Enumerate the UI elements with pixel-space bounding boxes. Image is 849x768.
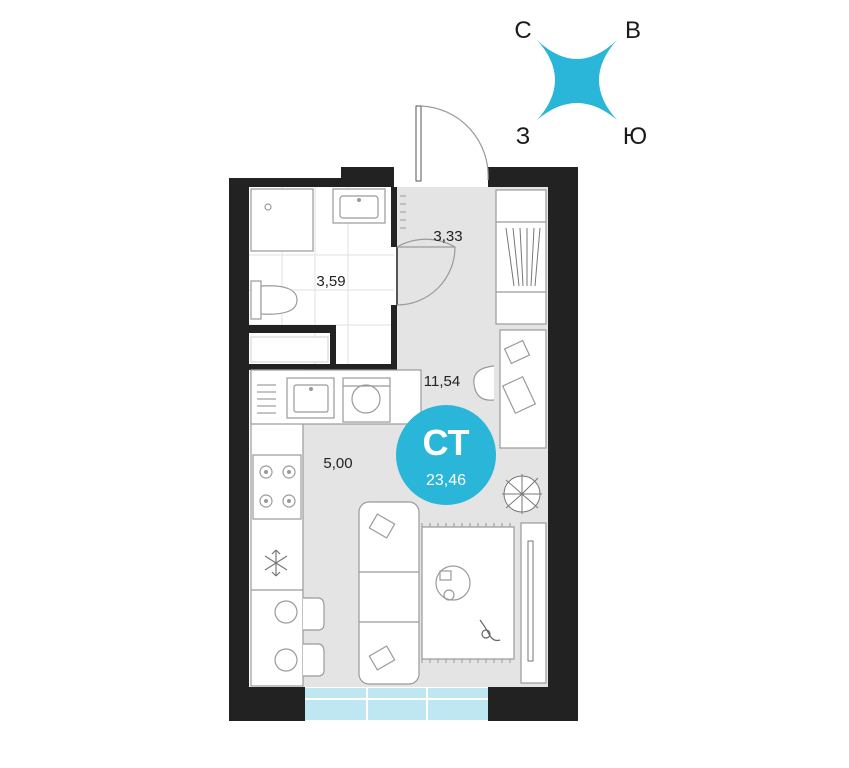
entrance-door	[415, 105, 489, 182]
badge-circle	[396, 405, 496, 505]
shower-tray	[250, 188, 314, 252]
hall-area-label: 3,33	[433, 228, 462, 245]
desk	[499, 329, 547, 449]
bathroom-door	[396, 238, 456, 306]
compass: С В З Ю	[514, 17, 647, 150]
compass-east: В	[625, 17, 641, 44]
compass-south: Ю	[623, 123, 647, 150]
hall-floor	[396, 187, 496, 367]
bathroom-area-label: 3,59	[316, 273, 345, 290]
kitchen-counter	[250, 369, 422, 687]
dining-stools	[274, 597, 325, 677]
desk-chair	[473, 365, 495, 401]
fridge-snowflake-icon	[264, 549, 288, 577]
washing-machine-icon	[342, 377, 391, 423]
window-bottom	[305, 688, 488, 720]
coat-hooks	[400, 195, 406, 229]
apartment-badge: СТ 23,46	[396, 405, 496, 505]
stove-icon	[252, 454, 302, 520]
total-area-label: 23,46	[426, 472, 466, 489]
coffee-table	[435, 565, 471, 601]
cat-icon	[479, 619, 501, 642]
compass-north: С	[514, 17, 531, 44]
plant-icon	[502, 474, 542, 514]
wardrobe	[495, 189, 547, 325]
living-area-label: 11,54	[424, 373, 460, 390]
kitchen-radiator	[257, 384, 276, 414]
rug	[421, 523, 515, 663]
interior-walls	[249, 187, 397, 370]
apartment-type-label: СТ	[422, 422, 469, 463]
kitchen-area-label: 5,00	[323, 455, 352, 472]
toilet-icon	[250, 280, 298, 320]
tv-stand	[520, 522, 547, 684]
kitchen-sink-icon	[286, 377, 335, 419]
storage-niche	[250, 336, 329, 363]
compass-west: З	[516, 123, 531, 150]
outer-walls	[229, 167, 578, 721]
sofa	[358, 501, 420, 685]
washbasin	[332, 188, 386, 224]
compass-star-icon	[537, 40, 617, 120]
